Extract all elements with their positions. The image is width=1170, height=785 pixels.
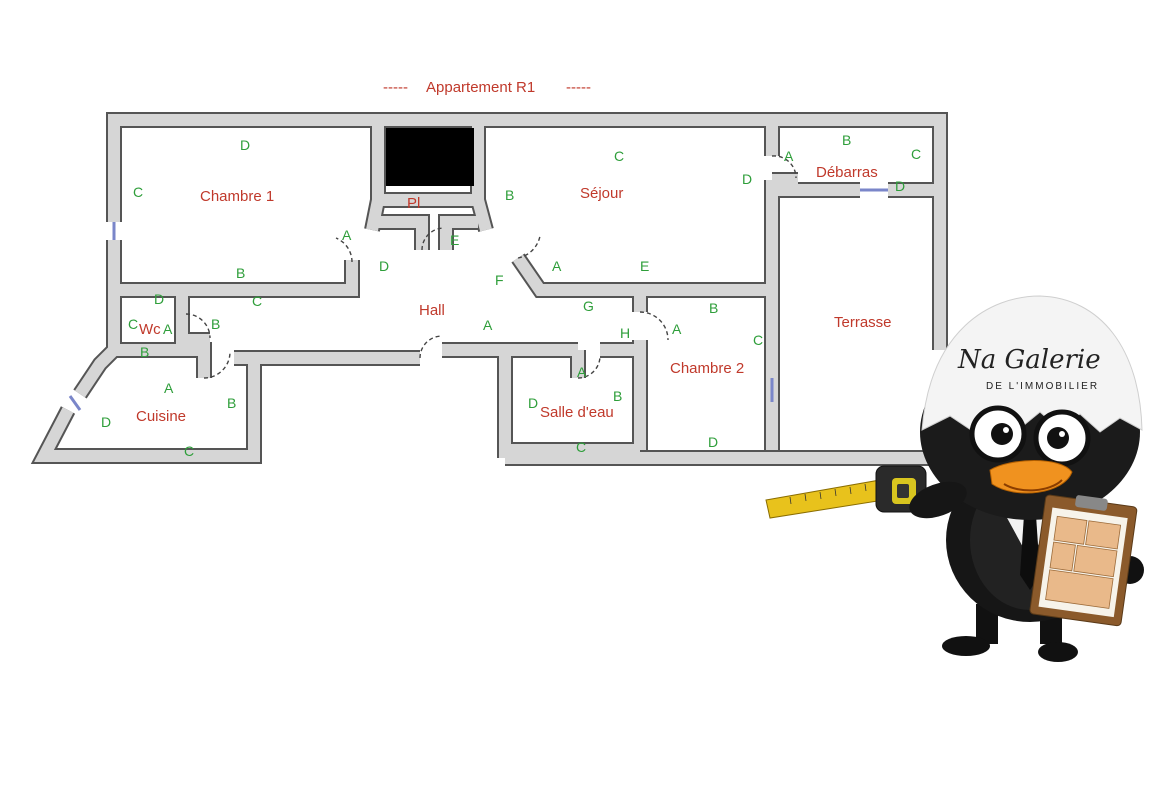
door-debarras bbox=[771, 155, 797, 179]
door-chambre1 bbox=[335, 237, 353, 263]
wall-letter: A bbox=[672, 321, 682, 337]
window-cuisine bbox=[68, 395, 82, 411]
room-sejour: Séjour bbox=[580, 185, 623, 202]
wall-letter: F bbox=[495, 272, 504, 288]
door-cuisine bbox=[203, 351, 231, 379]
wall-letter: B bbox=[505, 187, 514, 203]
plan-title: ----- Appartement R1 ----- bbox=[383, 79, 591, 96]
door-pl bbox=[421, 227, 445, 251]
doors bbox=[185, 155, 797, 379]
shaft-block bbox=[386, 128, 474, 186]
wall-letter: A bbox=[577, 364, 587, 380]
wall-letter: B bbox=[842, 132, 851, 148]
title-dashes-left: ----- bbox=[383, 79, 408, 96]
wall-letter: E bbox=[450, 232, 459, 248]
wall-letter: B bbox=[227, 395, 236, 411]
room-terrasse: Terrasse bbox=[834, 314, 892, 331]
wall-letter: B bbox=[140, 344, 149, 360]
wall-letter: C bbox=[184, 443, 194, 459]
wall-letter: D bbox=[379, 258, 389, 274]
wall-letter: B bbox=[236, 265, 245, 281]
wall-letter: B bbox=[613, 388, 622, 404]
wall-letter: A bbox=[163, 321, 173, 337]
wall-letter: A bbox=[164, 380, 174, 396]
room-chambre1: Chambre 1 bbox=[200, 188, 274, 205]
wall-letter: A bbox=[552, 258, 562, 274]
mascot-illustration: Na Galerie DE L'IMMOBILIER bbox=[765, 295, 1144, 662]
wall-letter: D bbox=[708, 434, 718, 450]
wall-letter: D bbox=[240, 137, 250, 153]
wall-letter: C bbox=[753, 332, 763, 348]
room-hall: Hall bbox=[419, 302, 445, 319]
wall-letter: E bbox=[640, 258, 649, 274]
room-pl: Pl bbox=[407, 195, 420, 212]
wall-letter: C bbox=[911, 146, 921, 162]
wall-letter: D bbox=[895, 178, 905, 194]
title-dashes-right: ----- bbox=[566, 79, 591, 96]
wall-letter: B bbox=[709, 300, 718, 316]
walls bbox=[30, 112, 948, 466]
room-chambre2: Chambre 2 bbox=[670, 360, 744, 377]
wall-letter: D bbox=[154, 291, 164, 307]
door-chambre2 bbox=[639, 311, 669, 341]
wall-letter: D bbox=[101, 414, 111, 430]
door-wc bbox=[185, 313, 211, 339]
door-sejour bbox=[517, 235, 541, 259]
door-hall bbox=[419, 335, 443, 359]
wall-letter: B bbox=[211, 316, 220, 332]
wall-letter: C bbox=[614, 148, 624, 164]
wall-letter: A bbox=[342, 227, 352, 243]
clipboard-icon bbox=[1029, 494, 1138, 627]
wall-letter: C bbox=[252, 293, 262, 309]
tape-measure-icon bbox=[765, 465, 927, 519]
wall-letter: C bbox=[576, 439, 586, 455]
wall-letter: A bbox=[784, 148, 794, 164]
brand-logo-text: Na Galerie bbox=[957, 345, 1101, 375]
wall-letter: A bbox=[483, 317, 493, 333]
wall-letter: D bbox=[742, 171, 752, 187]
wall-letter: C bbox=[128, 316, 138, 332]
brand-logo-subtitle: DE L'IMMOBILIER bbox=[986, 381, 1099, 392]
outer-wall-top bbox=[106, 112, 948, 350]
wall-letter: G bbox=[583, 298, 594, 314]
windows bbox=[68, 188, 888, 411]
room-debarras: Débarras bbox=[816, 164, 878, 181]
wall-letter: C bbox=[133, 184, 143, 200]
room-wc: Wc bbox=[139, 321, 161, 338]
room-cuisine: Cuisine bbox=[136, 408, 186, 425]
room-labels: Chambre 1 Pl Séjour Débarras Hall Terras… bbox=[136, 164, 892, 425]
door-salle-eau bbox=[577, 355, 601, 379]
wall-letter: H bbox=[620, 325, 630, 341]
wall-letters: D C B A C B D A E E B C A D D F C A G H … bbox=[101, 132, 921, 459]
wall-letter: D bbox=[528, 395, 538, 411]
room-salle-eau: Salle d'eau bbox=[540, 404, 614, 421]
plan-title-text: Appartement R1 bbox=[426, 79, 535, 96]
